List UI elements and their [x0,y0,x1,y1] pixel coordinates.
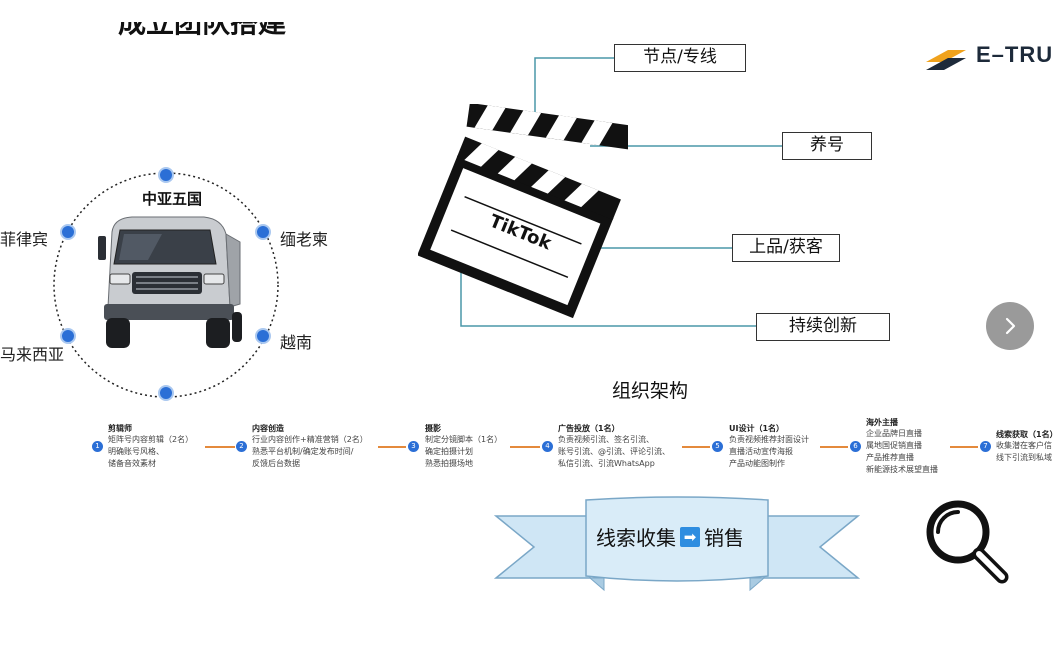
banner-right: 销售 [704,526,744,550]
step-line: 属地国促销直播 [866,441,922,450]
step-head: 内容创造 [252,424,284,433]
next-slide-button[interactable] [986,302,1034,350]
step-line: 矩阵号内容剪辑（2名） [108,435,194,444]
region-label-myanmar: 缅老柬 [280,230,329,249]
step-head: 剪辑师 [108,424,132,433]
step-line: 行业内容创作+精准营销（2名） [252,435,368,444]
region-dot [158,167,174,183]
step-head: UI设计（1名） [729,424,785,433]
flow-arrow [820,446,848,448]
region-label-malaysia: 马来西亚 [0,345,65,364]
banner-left: 线索收集 [596,526,676,550]
ribbon-banner [494,496,860,592]
flow-arrow [510,446,540,448]
org-title: 组织架构 [612,380,689,402]
step-number: 1 [92,441,103,452]
step-line: 负责视频引流、签名引流、 [558,435,654,444]
magnifier-icon [926,500,1009,584]
company-logo: E–TRU [922,40,1054,72]
step-line: 产品动能图制作 [729,459,785,468]
step-number: 5 [712,441,723,452]
step-line: 收集潜在客户信 [996,441,1052,450]
flow-arrow [682,446,710,448]
step-line: 储备音效素材 [108,459,156,468]
flow-arrow [378,446,406,448]
step-head: 海外主播 [866,418,898,427]
region-dot [255,328,271,344]
step-number: 7 [980,441,991,452]
box-node: 节点/专线 [614,44,746,72]
region-dot [255,224,271,240]
region-dot [60,224,76,240]
step-number: 3 [408,441,419,452]
flow-arrow [205,446,235,448]
banner-text: 线索收集 ➡ 销售 [596,522,744,551]
region-dot [60,328,76,344]
region-center-title: 中亚五国 [142,190,203,208]
logo-mark-icon [926,50,966,70]
step-line: 企业品牌日直播 [866,429,922,438]
step-number: 4 [542,441,553,452]
step-line: 产品推荐直播 [866,453,914,462]
step-line: 明确账号风格、 [108,447,164,456]
step-line: 熟悉平台机制/确定发布时间/ [252,447,354,456]
step-line: 新能源技术展望直播 [866,465,938,474]
step-line: 账号引流、@引流、评论引流、 [558,447,670,456]
chevron-right-icon [1005,317,1016,335]
step-number: 6 [850,441,861,452]
box-account: 养号 [782,132,872,160]
step-head: 广告投放（1名） [558,424,620,433]
logo-text: E–TRU [976,42,1054,67]
step-line: 私信引流、引流WhatsApp [558,459,655,468]
box-listing: 上品/获客 [732,234,840,262]
slide-title: 成立团队搭建 [118,22,287,39]
flow-arrow [950,446,978,448]
step-number: 2 [236,441,247,452]
step-line: 直播活动宣传海报 [729,447,793,456]
step-line: 反馈后台数据 [252,459,300,468]
box-innovation: 持续创新 [756,313,890,341]
region-dot [158,385,174,401]
step-line: 确定拍摄计划 [425,447,473,456]
region-label-philippines: 菲律宾 [0,230,49,249]
step-line: 制定分镜脚本（1名） [425,435,503,444]
step-line: 负责视频推荐封面设计 [729,435,809,444]
arrow-right-icon: ➡ [680,526,700,547]
step-line: 线下引流到私域 [996,453,1052,462]
region-label-vietnam: 越南 [280,333,313,352]
step-line: 熟悉拍摄场地 [425,459,473,468]
step-head: 线索获取（1名） [996,430,1054,439]
step-head: 摄影 [425,424,441,433]
clapperboard-icon [418,104,628,319]
region-circle [53,167,279,401]
truck-image [98,216,242,348]
